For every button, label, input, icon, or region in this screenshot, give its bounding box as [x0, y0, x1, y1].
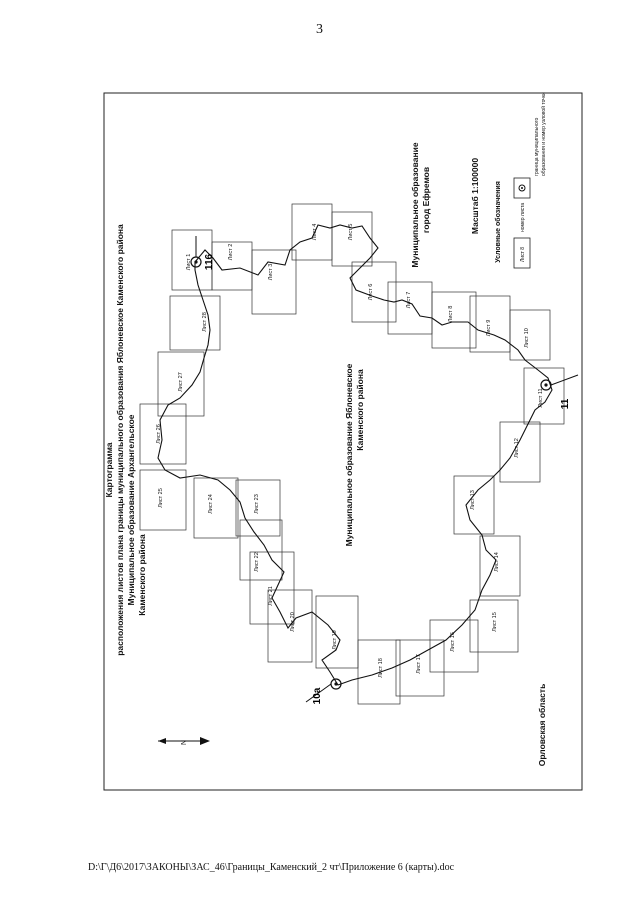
footer-file-path: D:\Г\Д6\2017\ЗАКОНЫ\ЗАС_46\Границы_Камен…: [88, 862, 455, 873]
sheet-frame-15: [469, 599, 519, 653]
sheet-label-6: Лист 6: [368, 284, 374, 301]
boundary-line: [157, 224, 553, 686]
sheet-label-14: Лист 14: [494, 552, 500, 572]
sheet-frame-28: [169, 295, 221, 351]
sheet-label-7: Лист 7: [406, 292, 412, 309]
map-frame: [103, 92, 583, 791]
sheet-frame-18: [357, 639, 401, 705]
sheet-frame-24: [193, 477, 239, 539]
sheet-frame-19: [315, 595, 359, 669]
sheet-label-11: Лист 11: [538, 388, 544, 407]
sheet-frame-22: [239, 519, 283, 581]
sheet-frame-11: [523, 367, 565, 425]
sheet-label-24: Лист 24: [208, 494, 214, 514]
sheet-frame-10: [509, 309, 551, 361]
legend-item-1: номер листа: [520, 203, 526, 232]
node-10a: 10а: [305, 678, 342, 704]
node-116: 116: [190, 236, 215, 270]
sheet-label-16: Лист 16: [450, 632, 456, 652]
map-title-2: расположения листов плана границы муници…: [115, 224, 125, 656]
sheet-label-15: Лист 15: [492, 612, 498, 632]
sheet-frame-25: [139, 469, 187, 531]
sheet-frame-13: [453, 475, 495, 535]
north-arrow: N: [158, 737, 210, 745]
node-11: 11: [540, 374, 579, 409]
sheet-label-13: Лист 13: [470, 490, 476, 510]
left-region-1: Муниципальное образование Архангельское: [126, 414, 136, 605]
sheet-frame-27: [157, 351, 205, 417]
sheet-frame-14: [479, 535, 521, 597]
node-10a-label: 10а: [312, 687, 323, 704]
sheet-frame-17: [395, 639, 445, 697]
page-number: 3: [316, 22, 323, 37]
sheet-label-1: Лист 1: [186, 254, 192, 271]
sheet-label-5: Лист 5: [348, 224, 354, 241]
sheet-label-10: Лист 10: [524, 328, 530, 348]
legend-sample: Лист 8: [520, 247, 526, 262]
sheet-frame-8: [431, 291, 477, 349]
left-region-2: Каменского района: [137, 534, 147, 616]
sheet-frame-6: [351, 261, 397, 323]
right-region-2: город Ефремов: [421, 167, 431, 233]
sheet-label-12: Лист 12: [514, 438, 520, 458]
sheet-label-21: Лист 21: [268, 586, 274, 606]
sheet-frame-12: [499, 421, 541, 483]
sheet-label-22: Лист 22: [254, 552, 260, 572]
sheet-label-20: Лист 20: [290, 612, 296, 632]
sheet-label-19: Лист 19: [332, 630, 338, 650]
sheet-label-8: Лист 8: [448, 306, 454, 323]
scale-label: Масштаб 1:100000: [470, 158, 480, 234]
sheet-label-23: Лист 23: [254, 494, 260, 514]
center-region-1: Муниципальное образование Яблоневское: [344, 363, 354, 546]
sheet-label-2: Лист 2: [228, 244, 234, 261]
sheet-frame-16: [429, 619, 479, 673]
sheet-frame-3: [251, 249, 297, 315]
legend: Лист 8 номер листа граница муниципальног…: [513, 92, 547, 269]
sheet-label-27: Лист 27: [178, 372, 184, 392]
sheet-label-28: Лист 28: [202, 312, 208, 332]
sheet-label-26: Лист 26: [156, 424, 162, 444]
sheet-label-9: Лист 9: [486, 320, 492, 337]
sheet-frame-20: [267, 589, 313, 663]
sheet-label-4: Лист 4: [312, 224, 318, 241]
node-11-label: 11: [560, 398, 571, 409]
sheet-label-25: Лист 25: [158, 488, 164, 508]
map-title-1: Картограмма: [104, 442, 114, 497]
bottom-region: Орловская область: [537, 684, 547, 767]
legend-item-2a: граница муниципального: [534, 118, 540, 176]
right-region-1: Муниципальное образование: [410, 142, 420, 267]
sheet-label-18: Лист 18: [378, 658, 384, 678]
node-116-label: 116: [204, 253, 215, 270]
north-label: N: [181, 740, 188, 745]
sheet-frame-23: [235, 479, 281, 537]
sheet-label-17: Лист 17: [416, 654, 422, 674]
sheet-frame-21: [249, 551, 295, 625]
sheet-frame-26: [139, 403, 187, 465]
legend-item-2b: образования и номер узловой точки: [540, 92, 547, 176]
legend-title: Условные обозначения: [494, 181, 502, 263]
sheet-label-3: Лист 3: [268, 264, 274, 281]
center-region-2: Каменского района: [355, 369, 365, 451]
